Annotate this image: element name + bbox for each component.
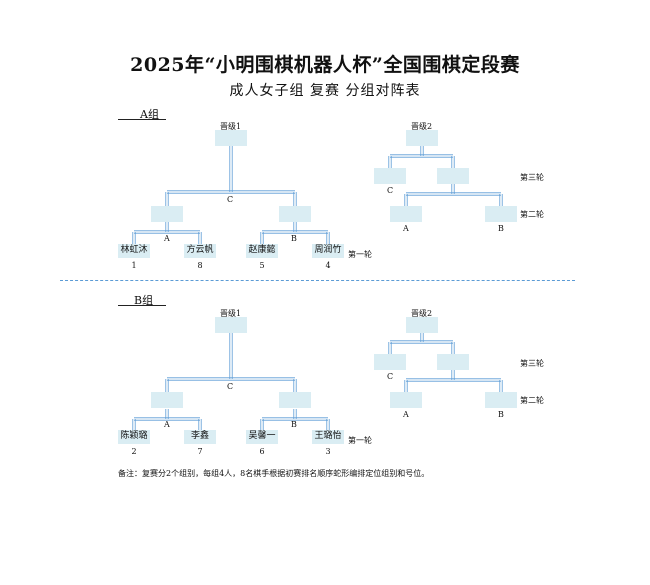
group-a-match-a: A xyxy=(164,234,170,243)
group-b-player-3: 吴馨一 xyxy=(246,430,278,444)
group-b-r2-match-b: B xyxy=(498,410,504,419)
group-a-seed-2: 8 xyxy=(197,261,203,270)
page-subtitle: 成人女子组 复赛 分组对阵表 xyxy=(229,83,421,99)
group-b-r3-match-c: C xyxy=(387,372,394,381)
group-b-semi-right-box xyxy=(279,392,311,408)
group-b-player-4: 王璐怡 xyxy=(312,430,344,444)
group-a-seed-1: 1 xyxy=(131,261,137,270)
group-a-r2-right-box xyxy=(485,206,517,222)
group-b-r3-right-box xyxy=(437,354,469,370)
group-b-match-b: B xyxy=(291,420,297,429)
group-a-seed-4: 4 xyxy=(325,261,331,270)
group-a-round1-label: 第一轮 xyxy=(348,250,372,259)
group-a-seed-3: 5 xyxy=(259,261,265,270)
group-b-seed-3: 6 xyxy=(259,447,265,456)
group-b-advance1-box xyxy=(215,317,247,333)
group-b-advance2-label: 晋级2 xyxy=(411,309,433,318)
group-a-r2-match-a: A xyxy=(403,224,409,233)
group-a-r2-match-b: B xyxy=(498,224,504,233)
group-b-advance2-box xyxy=(406,317,438,333)
group-a-r3-match-c: C xyxy=(387,186,394,195)
group-a-player-1: 林虹沐 xyxy=(118,244,150,258)
group-b-round1-label: 第一轮 xyxy=(348,436,372,445)
group-b-round3-label: 第三轮 xyxy=(520,359,544,368)
group-a-player-3: 赵康懿 xyxy=(246,244,278,258)
group-b-r2-match-a: A xyxy=(403,410,409,419)
group-b-match-c: C xyxy=(227,382,234,391)
group-a-underline xyxy=(118,119,166,120)
group-b-semi-left-box xyxy=(151,392,183,408)
group-b-player-1: 陈颖璐 xyxy=(118,430,150,444)
group-b-seed-2: 7 xyxy=(197,447,203,456)
group-b-player-2: 李鑫 xyxy=(184,430,216,444)
group-a-r2-left-box xyxy=(390,206,422,222)
group-b-seed-1: 2 xyxy=(131,447,137,456)
page-title: 2025年“小明围棋机器人杯”全国围棋定段赛 xyxy=(130,54,520,76)
group-a-semi-left-box xyxy=(151,206,183,222)
footnote: 备注：复赛分2个组别，每组4人，8名棋手根据初赛排名顺序蛇形编排定位组别和号位。 xyxy=(118,469,430,478)
group-a-semi-right-box xyxy=(279,206,311,222)
group-a-round2-label: 第二轮 xyxy=(520,210,544,219)
group-a-advance1-label: 晋级1 xyxy=(220,122,242,131)
group-a-match-c: C xyxy=(227,195,234,204)
group-b-match-a: A xyxy=(164,420,170,429)
group-a-r3-right-box xyxy=(437,168,469,184)
group-b-label: B组 xyxy=(134,294,154,307)
group-a-advance1-box xyxy=(215,130,247,146)
group-b-r2-left-box xyxy=(390,392,422,408)
group-a-r3-left-box xyxy=(374,168,406,184)
group-b-advance1-label: 晋级1 xyxy=(220,309,242,318)
group-b-r3-left-box xyxy=(374,354,406,370)
group-b-round2-label: 第二轮 xyxy=(520,396,544,405)
group-a-advance2-label: 晋级2 xyxy=(411,122,433,131)
group-a-round3-label: 第三轮 xyxy=(520,173,544,182)
group-a-match-b: B xyxy=(291,234,297,243)
group-a-player-4: 周润竹 xyxy=(312,244,344,258)
group-a-label: A组 xyxy=(140,108,159,121)
group-a-advance2-box xyxy=(406,130,438,146)
group-b-seed-4: 3 xyxy=(325,447,331,456)
group-a-player-2: 方云帆 xyxy=(184,244,216,258)
group-b-underline xyxy=(118,305,166,306)
group-divider xyxy=(60,280,575,281)
group-b-r2-right-box xyxy=(485,392,517,408)
